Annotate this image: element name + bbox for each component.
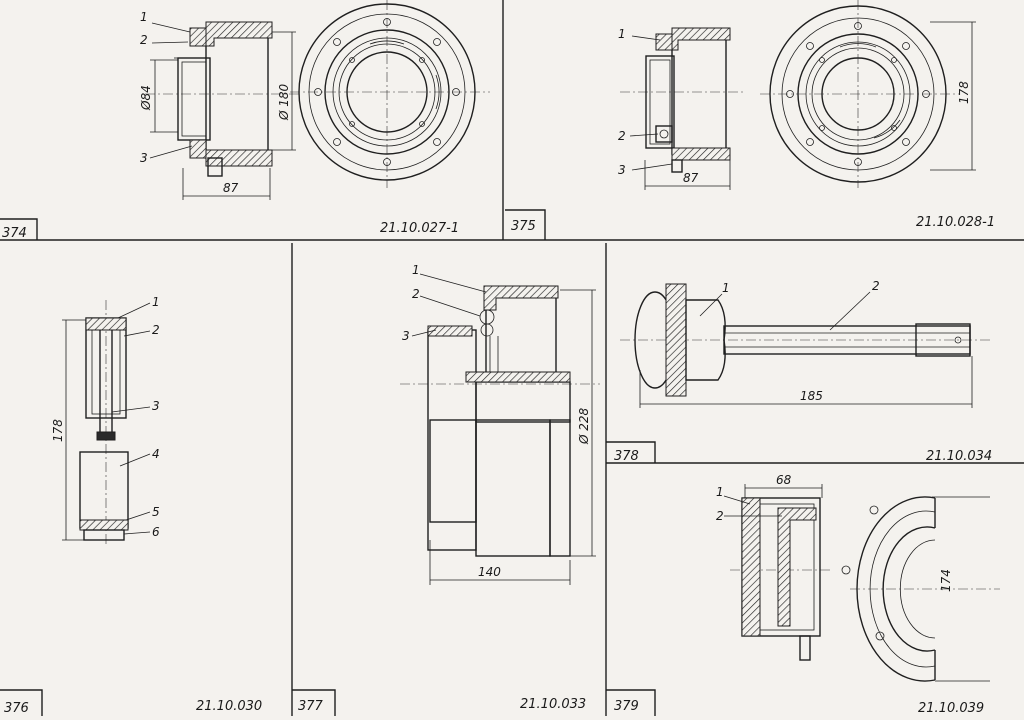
dim-375-87: 87: [683, 171, 699, 185]
dim-374-87: 87: [223, 181, 239, 195]
figure-number-375: 375: [511, 219, 536, 234]
callout-376-6: 6: [152, 525, 160, 539]
callout-376-4: 4: [152, 447, 160, 461]
figure-375: [620, 0, 976, 190]
callout-376-5: 5: [152, 505, 160, 519]
callout-376-1: 1: [152, 295, 160, 309]
callout-375-1: 1: [618, 27, 626, 41]
figure-378: [620, 283, 990, 408]
callout-374-2: 2: [140, 33, 148, 47]
figure-379: [723, 484, 1000, 682]
part-code-375: 21.10.028-1: [916, 215, 995, 230]
dim-375-178: 178: [957, 81, 971, 104]
dim-374-d84: Ø84: [139, 85, 153, 111]
figure-376: [62, 300, 151, 546]
figure-number-377: 377: [298, 699, 324, 714]
figure-374: [145, 0, 490, 200]
dim-376-178: 178: [51, 419, 65, 442]
dim-379-174: 174: [939, 569, 953, 592]
callout-374-1: 1: [140, 10, 148, 24]
part-code-379: 21.10.039: [918, 701, 984, 716]
figure-number-378: 378: [614, 449, 639, 464]
part-code-376: 21.10.030: [196, 699, 262, 714]
part-code-377: 21.10.033: [520, 697, 586, 712]
callout-377-1: 1: [412, 263, 420, 277]
callout-377-3: 3: [402, 329, 410, 343]
callout-375-2: 2: [618, 129, 626, 143]
figure-number-379: 379: [614, 699, 639, 714]
figure-377: [400, 273, 600, 585]
dim-377-d228: Ø 228: [577, 407, 591, 445]
callout-379-2: 2: [716, 509, 724, 523]
dim-377-140: 140: [478, 565, 501, 579]
dim-379-68: 68: [776, 473, 792, 487]
part-code-378: 21.10.034: [926, 449, 992, 464]
callout-379-1: 1: [716, 485, 724, 499]
callout-374-3: 3: [140, 151, 148, 165]
callout-376-2: 2: [152, 323, 160, 337]
figure-number-376: 376: [4, 701, 29, 716]
labels: 1 2 3 Ø84 Ø 180 87 374 21.10.027-1 1 2 3…: [2, 10, 995, 716]
dim-374-d180: Ø 180: [277, 83, 291, 121]
figure-number-374: 374: [2, 226, 27, 241]
callout-376-3: 3: [152, 399, 160, 413]
dim-378-185: 185: [800, 389, 823, 403]
callout-377-2: 2: [412, 287, 420, 301]
part-code-374: 21.10.027-1: [380, 221, 459, 236]
callout-378-1: 1: [722, 281, 730, 295]
callout-378-2: 2: [872, 279, 880, 293]
callout-375-3: 3: [618, 163, 626, 177]
